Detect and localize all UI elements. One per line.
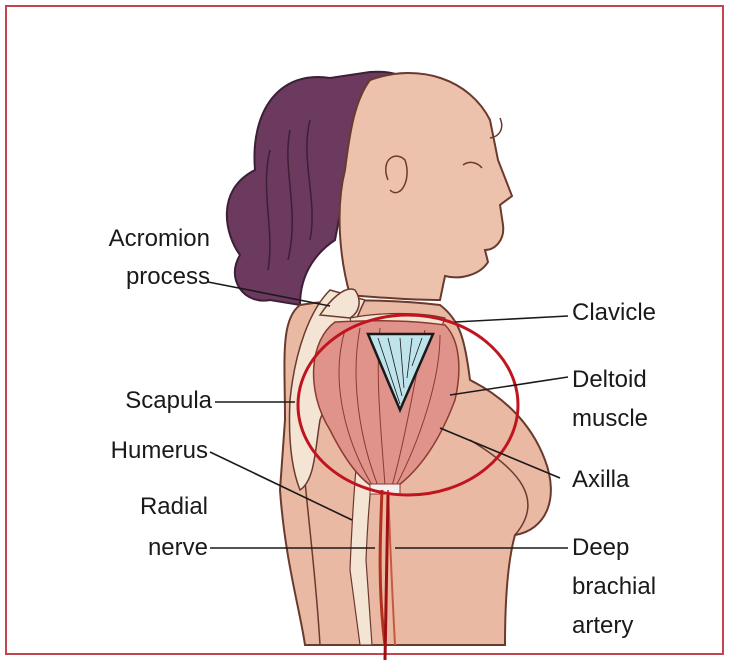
label-scapula: Scapula — [40, 386, 212, 416]
head — [340, 73, 512, 300]
label-axilla: Axilla — [572, 465, 629, 495]
label-radial-line2: nerve — [40, 533, 208, 563]
label-radial-line1: Radial — [40, 492, 208, 522]
label-artery-line2: brachial — [572, 572, 656, 602]
label-acromion-line2: process — [40, 262, 210, 292]
label-acromion-line1: Acromion — [40, 224, 210, 254]
label-clavicle: Clavicle — [572, 298, 656, 328]
label-humerus: Humerus — [40, 436, 208, 466]
label-artery-line3: artery — [572, 611, 633, 641]
label-deltoid-line1: Deltoid — [572, 365, 647, 395]
label-artery-line1: Deep — [572, 533, 629, 563]
label-deltoid-line2: muscle — [572, 404, 648, 434]
